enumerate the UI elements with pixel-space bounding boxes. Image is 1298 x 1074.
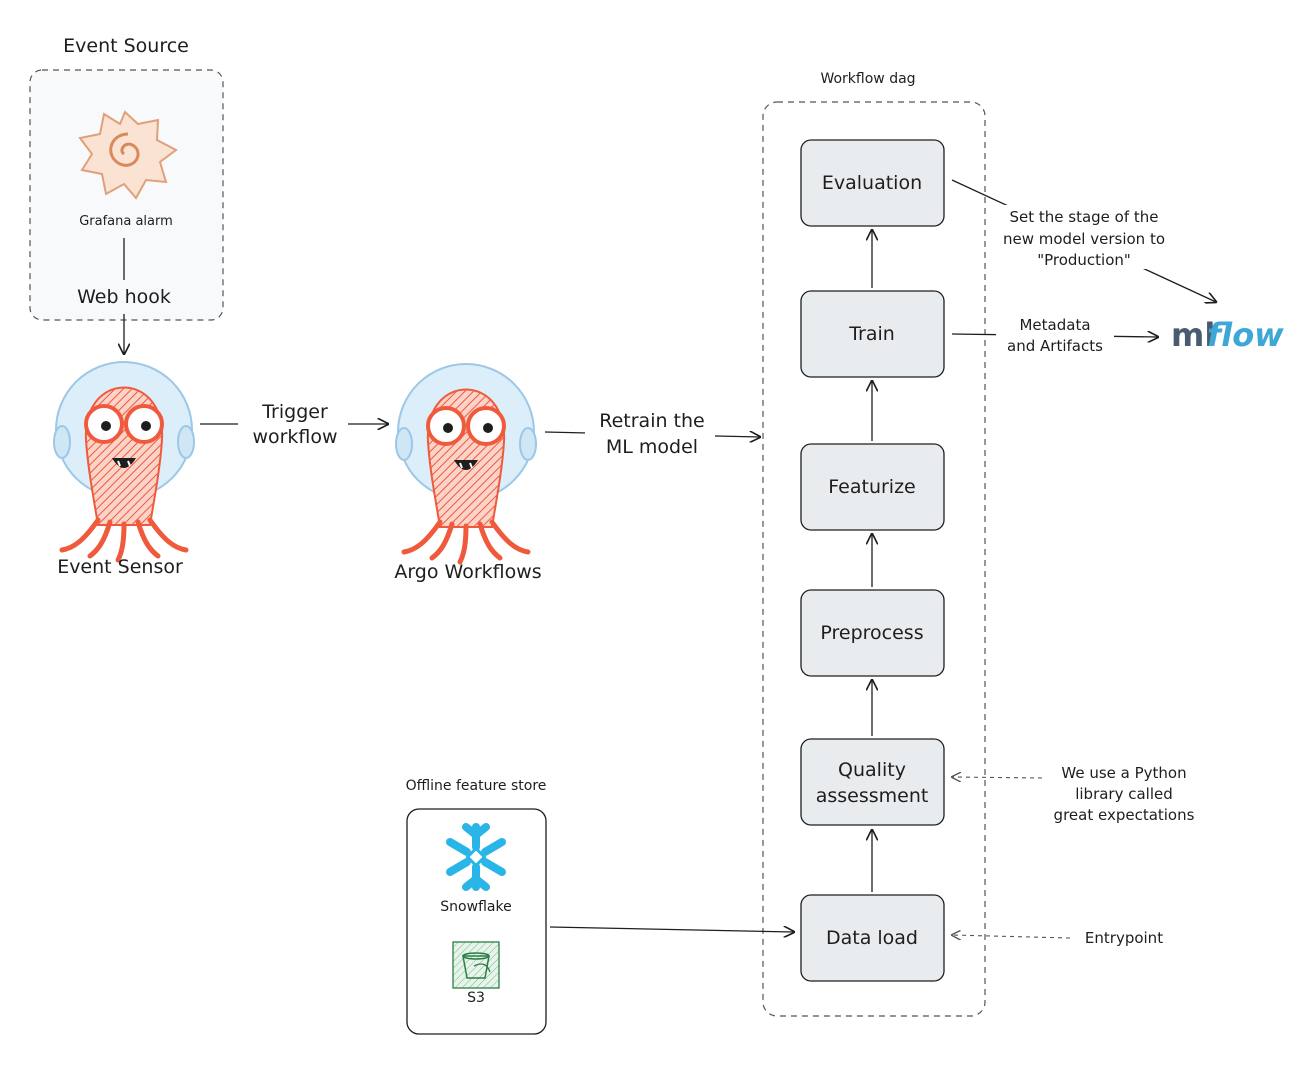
feature-store-box xyxy=(406,808,547,1035)
stage-note-line2: new model version to xyxy=(1003,230,1165,248)
snowflake-icon xyxy=(446,823,506,891)
event-source-title: Event Source xyxy=(63,35,189,57)
feature-store-title: Offline feature store xyxy=(406,778,547,794)
step-data-load xyxy=(800,894,945,982)
event-sensor-label: Event Sensor xyxy=(57,556,183,578)
trigger-label-line2: workflow xyxy=(252,426,337,448)
step-preprocess xyxy=(800,589,945,677)
stage-note-line1: Set the stage of the xyxy=(1009,208,1158,226)
quality-note-line3: great expectations xyxy=(1054,806,1195,824)
mlflow-logo-ml: ml xyxy=(1171,316,1215,354)
metadata-label-line2: and Artifacts xyxy=(1007,337,1103,355)
mlflow-logo-icon: ml flow xyxy=(1171,316,1284,354)
retrain-label-line1: Retrain the xyxy=(599,410,704,432)
event-sensor-mascot-icon xyxy=(54,362,194,560)
metadata-label-bg xyxy=(996,315,1114,355)
entrypoint-arrow xyxy=(952,935,1071,938)
retrain-label-bg xyxy=(585,405,715,459)
mlflow-logo-flow: flow xyxy=(1207,316,1284,354)
step-quality-label-line2: assessment xyxy=(816,785,929,807)
step-featurize-label: Featurize xyxy=(828,476,915,498)
stage-note-bg xyxy=(994,205,1174,269)
step-featurize xyxy=(800,443,945,531)
argo-workflows-mascot-icon xyxy=(396,364,536,562)
feature-store-to-dataload-arrow xyxy=(549,927,794,932)
grafana-icon xyxy=(78,110,178,200)
event-source-box xyxy=(29,69,224,321)
step-quality-label-line1: Quality xyxy=(838,759,906,781)
trigger-label-line1: Trigger xyxy=(261,401,328,423)
quality-note-line2: library called xyxy=(1075,785,1173,803)
entrypoint-label: Entrypoint xyxy=(1085,929,1163,947)
step-data-load-label: Data load xyxy=(826,927,918,949)
step-train xyxy=(800,290,945,378)
workflow-dag-container xyxy=(762,101,986,1017)
argo-workflows-label: Argo Workflows xyxy=(394,561,541,583)
grafana-alarm-label: Grafana alarm xyxy=(79,214,173,229)
step-evaluation-label: Evaluation xyxy=(822,172,922,194)
retrain-label-line2: ML model xyxy=(606,436,698,458)
s3-label: S3 xyxy=(467,990,485,1006)
webhook-label: Web hook xyxy=(77,286,171,308)
step-evaluation xyxy=(800,139,945,227)
quality-note-line1: We use a Python xyxy=(1061,764,1186,782)
trigger-label-bg xyxy=(238,398,348,450)
snowflake-label: Snowflake xyxy=(440,899,511,915)
s3-bucket-icon xyxy=(452,941,500,989)
step-preprocess-label: Preprocess xyxy=(820,622,923,644)
stage-note-line3: "Production" xyxy=(1037,251,1131,269)
workflow-dag-title: Workflow dag xyxy=(820,71,915,87)
step-quality-assessment xyxy=(800,738,945,826)
step-train-label: Train xyxy=(848,323,895,345)
quality-note-arrow xyxy=(952,777,1043,778)
metadata-label-line1: Metadata xyxy=(1019,316,1090,334)
